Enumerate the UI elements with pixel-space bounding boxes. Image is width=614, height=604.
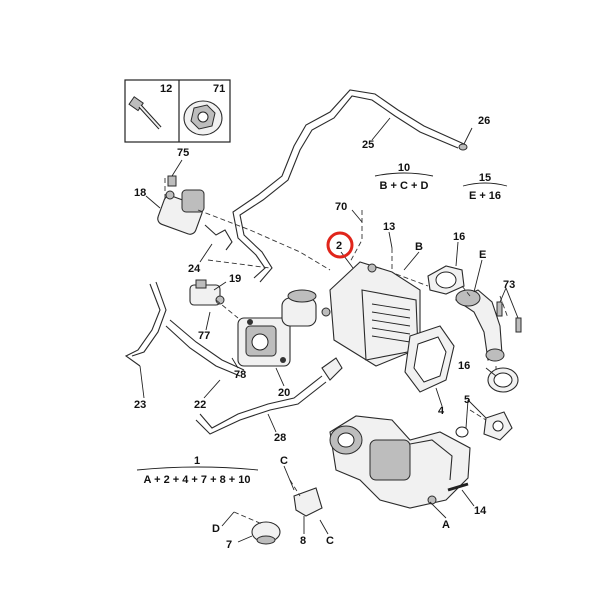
callout-13: 13 <box>383 221 395 233</box>
highlight-ring <box>326 231 354 259</box>
pipe-22 <box>165 319 245 377</box>
callout-2: 2 <box>336 240 342 252</box>
flange-nut-icon <box>183 100 223 136</box>
bracket-8 <box>293 487 323 517</box>
callout-d: D <box>212 523 220 535</box>
callout-b: B <box>415 241 423 253</box>
sensor-7 <box>251 521 281 545</box>
callout-20: 20 <box>278 387 290 399</box>
callout-75: 75 <box>177 147 189 159</box>
inset-label-bolt: 12 <box>160 83 172 95</box>
callout-77: 77 <box>198 330 210 342</box>
callout-16-lower: 16 <box>458 360 470 372</box>
callout-70: 70 <box>335 201 347 213</box>
callout-5: 5 <box>464 394 470 406</box>
callout-14: 14 <box>474 505 487 517</box>
callout-c-lower: C <box>326 535 334 547</box>
callout-73: 73 <box>503 279 515 291</box>
kit-1-number: 1 <box>194 455 200 467</box>
callout-4: 4 <box>438 405 445 417</box>
callout-26: 26 <box>478 115 490 127</box>
kit-10-number: 10 <box>398 162 410 174</box>
kit-note-10: 10 B + C + D <box>374 162 434 192</box>
callout-c-upper: C <box>280 455 288 467</box>
callout-23: 23 <box>134 399 146 411</box>
kit-10-contents: B + C + D <box>380 180 429 192</box>
gasket-16-top <box>427 265 465 295</box>
callout-labels: 26 25 75 18 70 13 2 B 16 E 73 24 19 77 7… <box>134 115 515 551</box>
bolt-icon <box>128 96 162 130</box>
kit-15-contents: E + 16 <box>469 190 501 202</box>
callout-25: 25 <box>362 139 374 151</box>
pipe-25 <box>232 89 468 283</box>
bolts-73 <box>496 301 522 333</box>
fastener-inset: 12 71 <box>124 79 231 143</box>
callout-78: 78 <box>234 369 246 381</box>
callout-18: 18 <box>134 187 146 199</box>
callout-8: 8 <box>300 535 306 547</box>
inset-label-nut: 71 <box>213 83 225 95</box>
callout-7: 7 <box>226 539 232 551</box>
cooler-fins <box>371 303 411 343</box>
pipe-e <box>454 289 505 362</box>
bolt-14 <box>447 482 469 492</box>
kit-note-1: 1 A + 2 + 4 + 7 + 8 + 10 <box>136 455 259 486</box>
callout-19: 19 <box>229 273 241 285</box>
kit-15-number: 15 <box>479 172 491 184</box>
exhaust-assembly-a <box>329 415 471 509</box>
callout-16-top: 16 <box>453 231 465 243</box>
pipe-23 <box>124 281 167 367</box>
callout-28: 28 <box>274 432 286 444</box>
pipe-28 <box>195 357 343 435</box>
solenoid-valve-18 <box>157 175 233 251</box>
solenoid-valve-19 <box>189 279 225 306</box>
flange-5 <box>455 411 513 441</box>
clamp-16-lower <box>487 367 519 393</box>
egr-cooler-2 <box>321 261 421 367</box>
gasket-4 <box>404 325 455 393</box>
egr-valve-20 <box>237 289 317 367</box>
callout-22: 22 <box>194 399 206 411</box>
callout-24: 24 <box>188 263 201 275</box>
callout-e: E <box>479 249 486 261</box>
kit-note-15: 15 E + 16 <box>462 172 508 202</box>
assembly-guide-lines <box>164 178 509 525</box>
leader-lines <box>139 117 519 543</box>
kit-1-contents: A + 2 + 4 + 7 + 8 + 10 <box>144 474 251 486</box>
callout-a: A <box>442 519 450 531</box>
